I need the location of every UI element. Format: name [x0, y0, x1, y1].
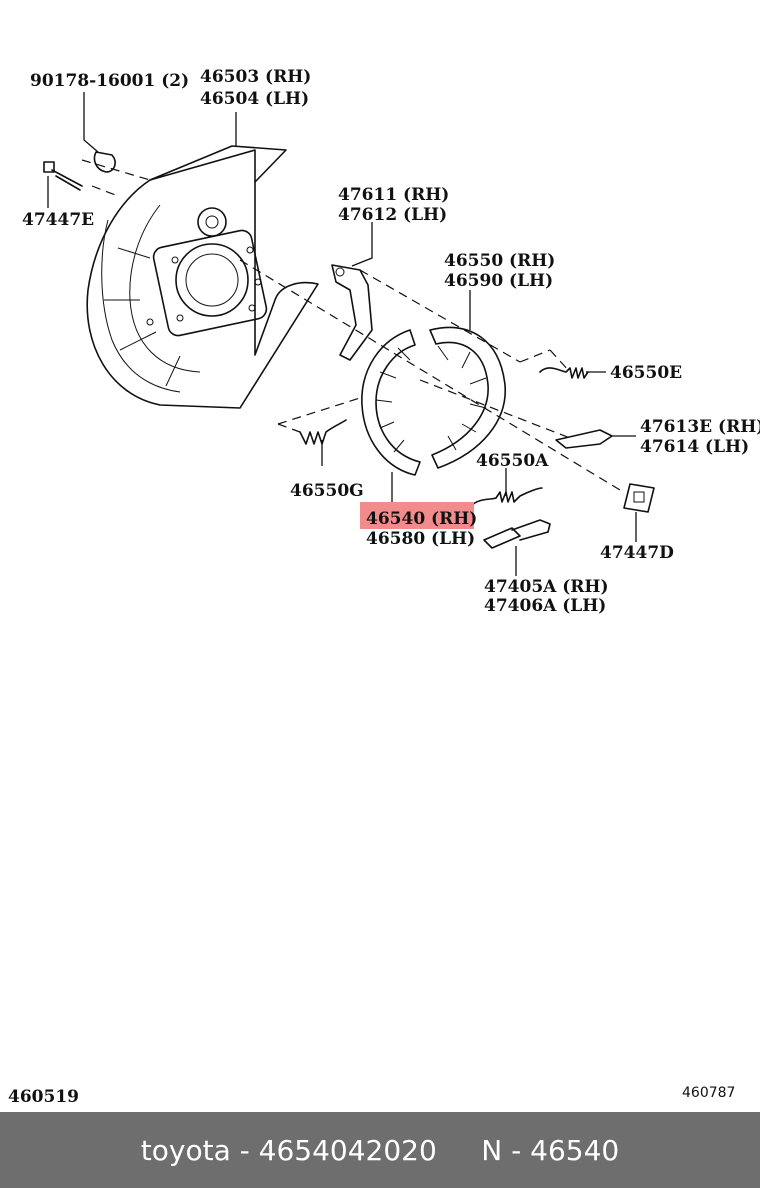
illustration-code-right: 460787 — [682, 1085, 735, 1101]
brake-shoe-right-drawing — [429, 326, 506, 469]
label-strut-rh[interactable]: 47613E (RH) — [640, 417, 760, 437]
label-spring-46550g[interactable]: 46550G — [290, 481, 364, 501]
label-adjuster-rh[interactable]: 47405A (RH) — [484, 577, 609, 597]
label-brake-shoe-rh[interactable]: 46550 (RH) — [444, 251, 555, 271]
strut-drawing — [555, 429, 613, 449]
label-pin-47447e[interactable]: 47447E — [22, 210, 94, 230]
alignment-lines — [81, 159, 621, 491]
label-spring-46550a[interactable]: 46550A — [476, 451, 549, 471]
label-backing-plate-rh[interactable]: 46503 (RH) — [200, 67, 311, 87]
brake-shoe-left-drawing — [361, 329, 421, 476]
backing-plate-drawing — [86, 145, 319, 409]
adjuster-drawing — [483, 519, 551, 549]
label-bolt-90178[interactable]: 90178-16001 (2) — [30, 71, 189, 91]
part-labels: 90178-16001 (2) 46503 (RH) 46504 (LH) 47… — [22, 67, 760, 616]
footer-bar: toyota - 4654042020 N - 46540 — [0, 1112, 760, 1188]
illustration-code-left: 460519 — [8, 1087, 79, 1107]
label-backing-plate-lh[interactable]: 46504 (LH) — [200, 89, 309, 109]
pin-47447e-drawing — [43, 161, 83, 191]
label-shoe-lh[interactable]: 46580 (LH) — [366, 529, 475, 549]
label-adjuster-lh[interactable]: 47406A (LH) — [484, 596, 606, 616]
leader-lines — [47, 92, 637, 576]
label-spring-46550e[interactable]: 46550E — [610, 363, 682, 383]
selected-part-highlight — [360, 502, 474, 529]
label-clip-47447d[interactable]: 47447D — [600, 543, 674, 563]
label-brake-shoe-lh[interactable]: 46590 (LH) — [444, 271, 553, 291]
label-parking-lever-rh[interactable]: 47611 (RH) — [338, 185, 449, 205]
label-parking-lever-lh[interactable]: 47612 (LH) — [338, 205, 447, 225]
bolt-drawing — [93, 151, 116, 173]
spring-46550g-drawing — [299, 419, 347, 445]
clip-47447d-drawing — [623, 483, 655, 513]
parts-diagram: 90178-16001 (2) 46503 (RH) 46504 (LH) 47… — [8, 67, 760, 1107]
spring-46550a-drawing — [471, 487, 543, 506]
footer-part-number: toyota - 4654042020 N - 46540 — [140, 1133, 620, 1167]
label-strut-lh[interactable]: 47614 (LH) — [640, 437, 749, 457]
spring-46550e-drawing — [539, 367, 589, 379]
label-selected-shoe-rh[interactable]: 46540 (RH) — [366, 509, 477, 529]
parking-lever-drawing — [331, 264, 373, 361]
